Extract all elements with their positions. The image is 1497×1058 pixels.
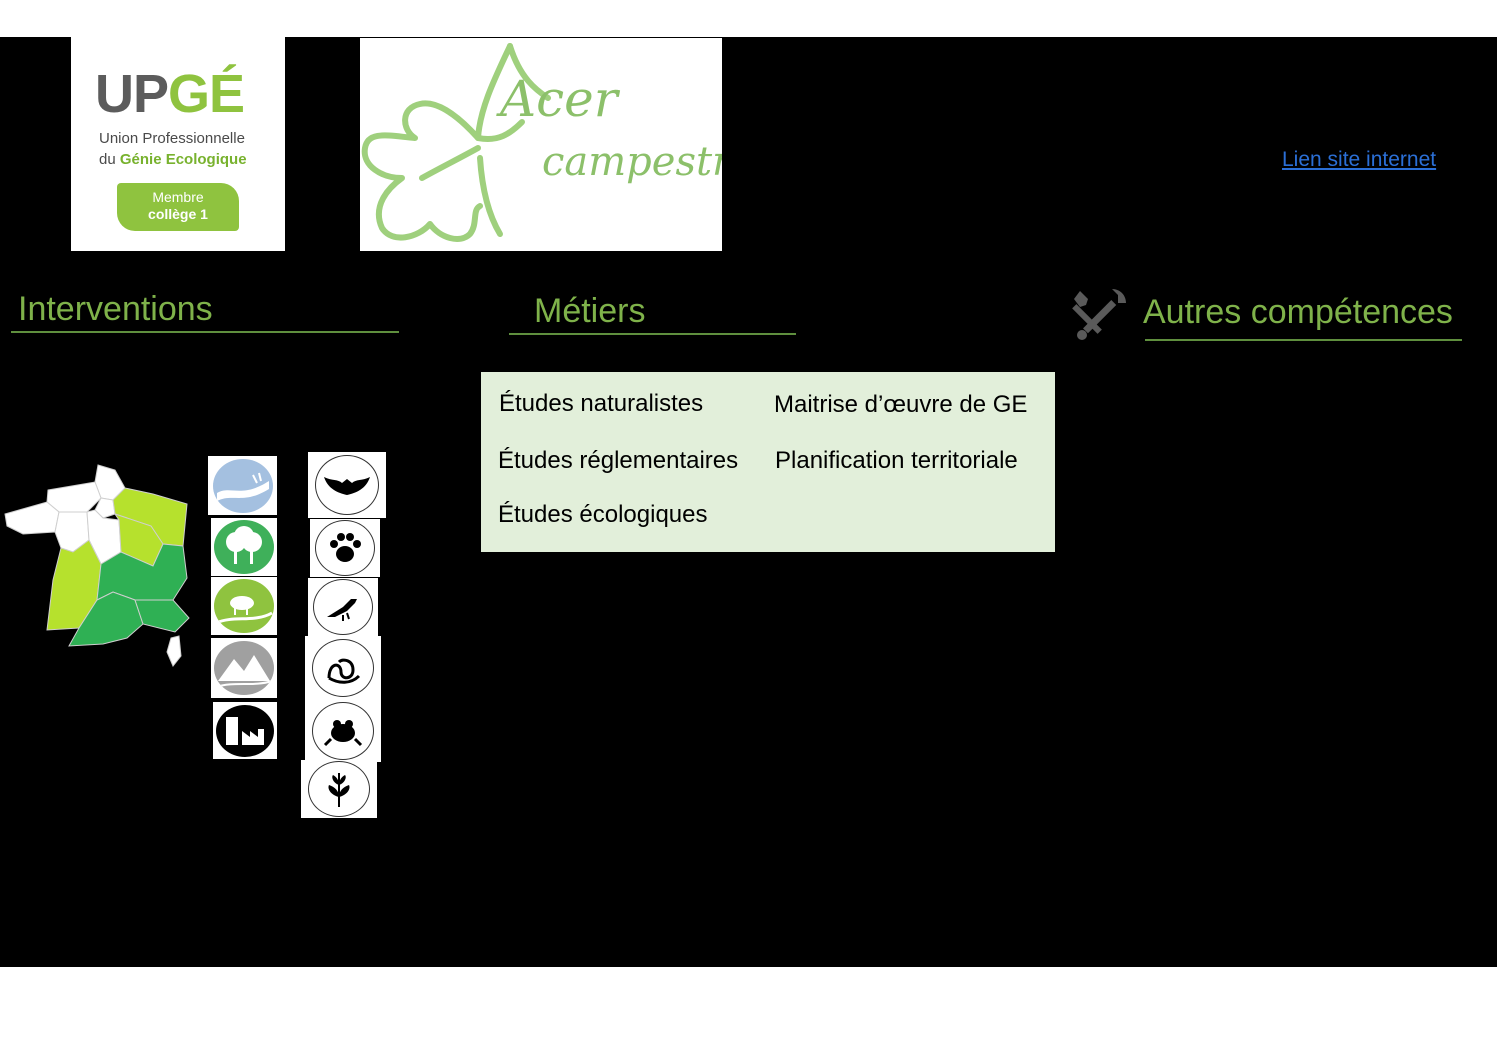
metier-planification: Planification territoriale bbox=[775, 447, 1018, 474]
frog-icon bbox=[305, 700, 381, 762]
interventions-underline bbox=[11, 331, 399, 333]
region-normandie bbox=[46, 481, 102, 513]
upge-tagline-1: Union Professionnelle bbox=[99, 130, 245, 147]
region-bretagne bbox=[4, 501, 60, 535]
acer-word-1: Acer bbox=[500, 70, 618, 128]
upge-member-badge: Membre collège 1 bbox=[117, 183, 239, 231]
region-paca bbox=[134, 599, 190, 633]
autres-competences-underline bbox=[1145, 339, 1462, 341]
acer-campestre-logo: Acer campestre bbox=[360, 38, 722, 251]
bird-icon bbox=[308, 578, 378, 636]
autres-competences-title: Autres compétences bbox=[1143, 293, 1453, 331]
metier-etudes-naturalistes: Études naturalistes bbox=[499, 390, 704, 417]
tools-icon bbox=[1072, 289, 1126, 340]
interventions-title: Interventions bbox=[18, 290, 213, 328]
france-map bbox=[3, 460, 193, 675]
bat-icon bbox=[308, 452, 386, 518]
upge-logo: UPGÉ Union Professionnelle du Génie Ecol… bbox=[71, 37, 285, 251]
metiers-box: Études naturalistes Études réglementaire… bbox=[481, 372, 1055, 552]
upge-wordmark: UPGÉ bbox=[95, 64, 245, 124]
acer-word-2: campestre bbox=[542, 139, 722, 185]
urban-industry-icon bbox=[213, 702, 277, 759]
website-link[interactable]: Lien site internet bbox=[1282, 148, 1437, 171]
region-ile-de-france bbox=[94, 497, 116, 519]
snake-icon bbox=[305, 636, 381, 700]
maple-leaf-icon bbox=[361, 43, 551, 242]
meadow-icon bbox=[211, 577, 277, 635]
metiers-title: Métiers bbox=[534, 292, 646, 330]
metier-maitrise-oeuvre: Maitrise d’œuvre de GE bbox=[774, 391, 1028, 418]
metiers-underline bbox=[509, 333, 796, 335]
metier-etudes-reglementaires: Études réglementaires bbox=[498, 447, 739, 474]
mountain-icon bbox=[211, 638, 277, 698]
forest-icon bbox=[211, 518, 277, 576]
region-corse bbox=[166, 635, 182, 667]
france-regions-map bbox=[4, 464, 190, 667]
river-icon bbox=[208, 456, 277, 515]
plant-icon bbox=[301, 760, 377, 818]
upge-tagline-2: du Génie Ecologique bbox=[99, 151, 247, 168]
metier-etudes-ecologiques: Études écologiques bbox=[498, 501, 708, 528]
paw-icon bbox=[310, 519, 380, 577]
